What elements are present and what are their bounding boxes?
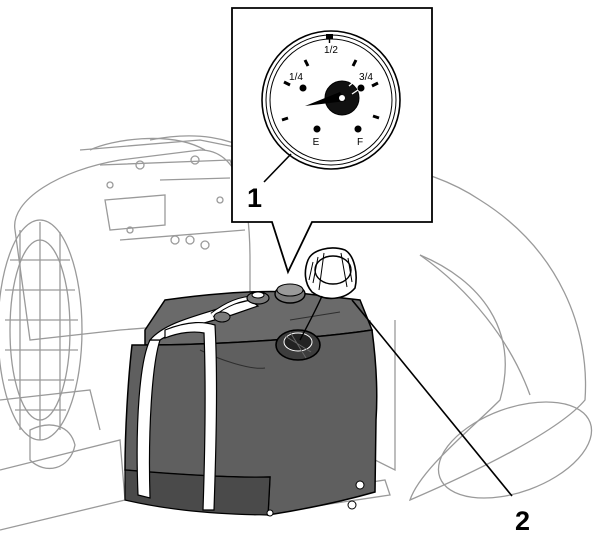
gauge-dot-full	[354, 125, 362, 133]
gauge-dot-quarter	[299, 84, 307, 92]
gauge-label-half: 1/2	[324, 45, 338, 56]
gauge-dot-empty	[313, 125, 321, 133]
callout-number-1: 1	[247, 183, 262, 213]
gauge-callout: 1/2 1/4 3/4 E F 1	[231, 7, 433, 275]
sender-fitting	[213, 311, 231, 323]
gauge-dot-threequarter	[357, 84, 365, 92]
gauge-label-threequarter: 3/4	[359, 72, 373, 83]
gauge-label-quarter: 1/4	[289, 72, 303, 83]
callout-number-2: 2	[515, 506, 530, 536]
fuel-tank	[124, 283, 378, 517]
leader-line-2	[351, 299, 513, 497]
gauge-needle	[305, 92, 346, 106]
tank-strap-mid	[164, 322, 218, 511]
duct-outline	[239, 159, 587, 502]
fuel-gauge: 1/2 1/4 3/4 E F	[261, 30, 401, 170]
background-machine	[0, 135, 593, 531]
gauge-label-empty: E	[313, 137, 320, 148]
duct-mouth	[437, 401, 593, 499]
duct-inner-curve	[419, 254, 531, 396]
gauge-label-full: F	[357, 137, 363, 148]
tank-strap-left	[136, 339, 161, 499]
fuel-pump-icon	[326, 34, 333, 43]
leader-line-1	[263, 153, 292, 183]
filler-cap	[299, 247, 357, 341]
fan-housing	[14, 149, 251, 341]
cap-tether	[299, 295, 323, 341]
